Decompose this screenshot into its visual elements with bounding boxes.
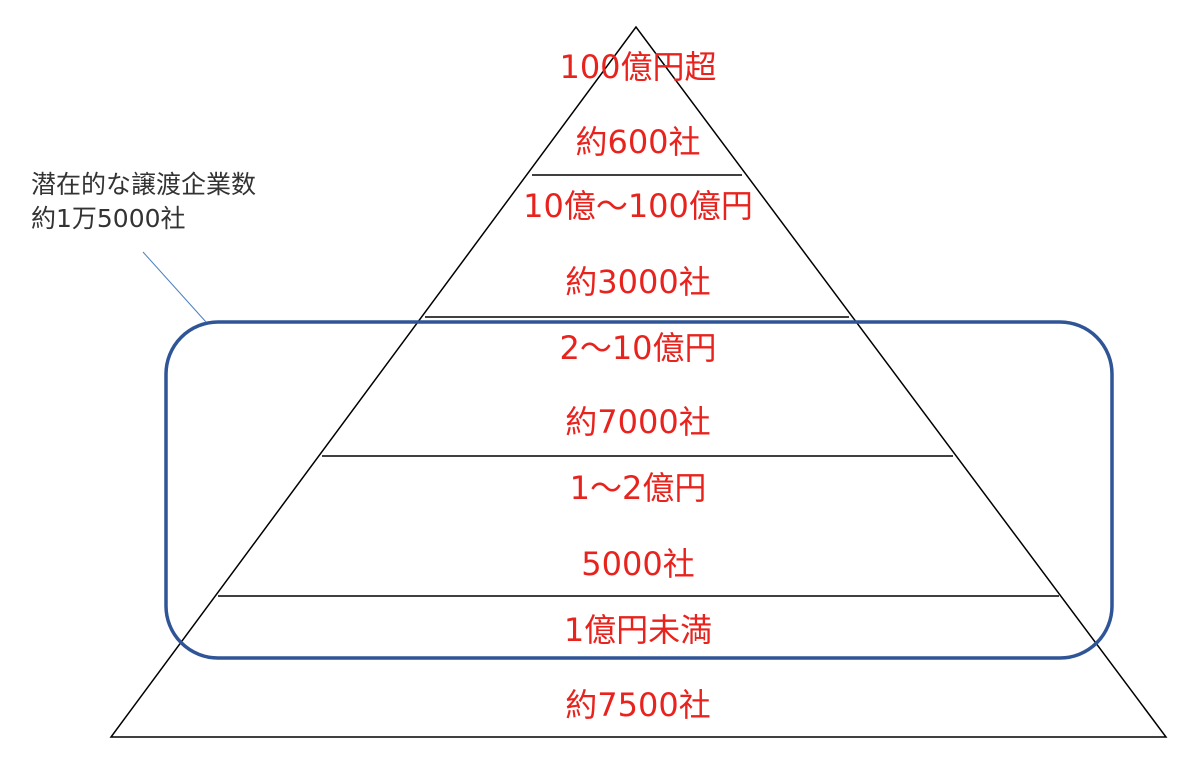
callout-leader-line — [142, 251, 207, 323]
tier-4-count: 5000社 — [581, 545, 694, 583]
tier-4-range: 1〜2億円 — [570, 469, 707, 507]
tier-3-range: 2〜10億円 — [559, 329, 716, 367]
tier-3-count: 約7000社 — [565, 403, 710, 441]
tier-1-range: 100億円超 — [559, 48, 716, 86]
tier-2-range: 10億〜100億円 — [523, 187, 753, 225]
tier-1-count: 約600社 — [575, 123, 700, 161]
tier-2-count: 約3000社 — [565, 263, 710, 301]
callout-count: 約1万5000社 — [31, 204, 186, 233]
callout-title: 潜在的な譲渡企業数 — [31, 170, 256, 199]
highlight-box — [164, 320, 1114, 660]
tier-5-count: 約7500社 — [565, 686, 710, 724]
tier-5-range: 1億円未満 — [564, 611, 712, 649]
pyramid-outline — [109, 25, 1168, 738]
